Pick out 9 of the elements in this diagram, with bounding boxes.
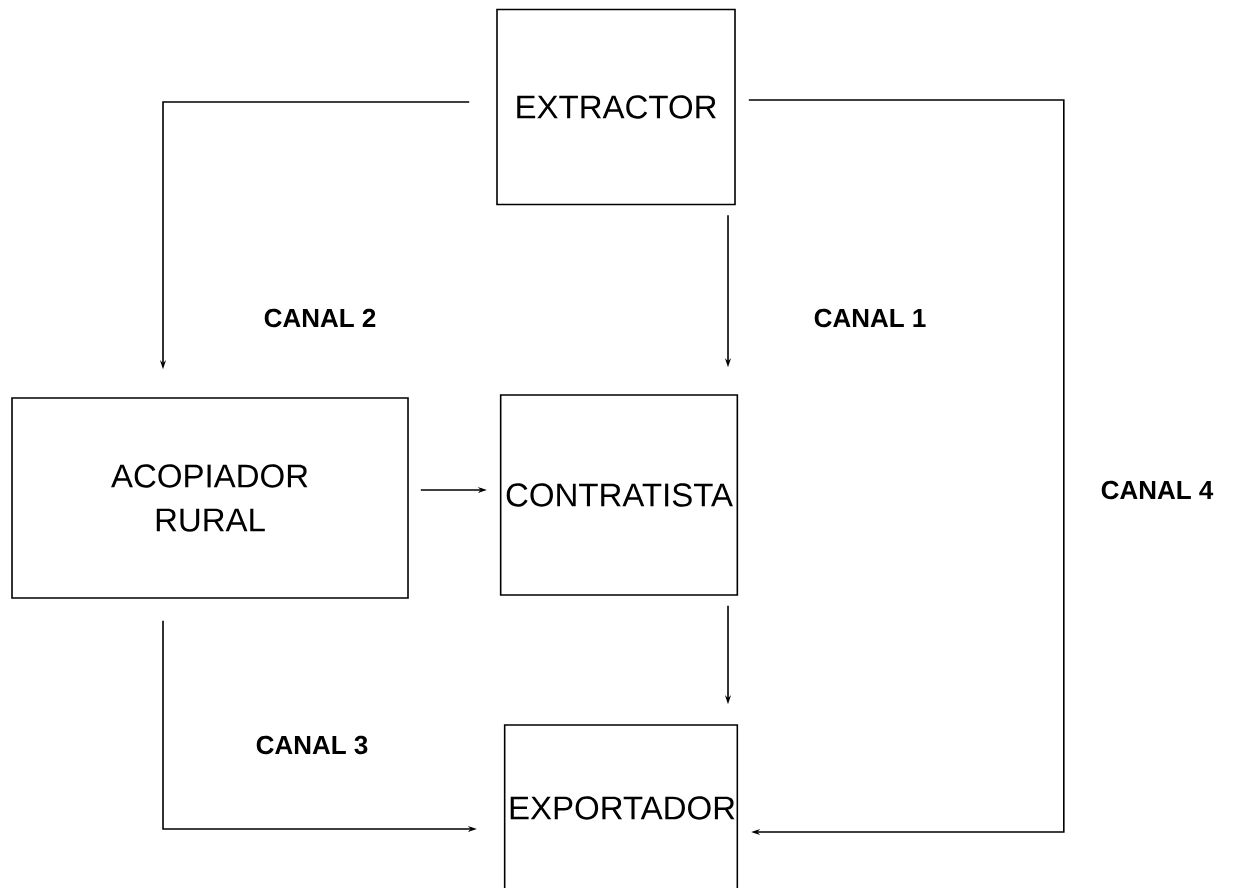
- channel-label: CANAL 1: [814, 308, 926, 328]
- box: CONTRATISTA: [499, 394, 739, 596]
- box: EXPORTADOR: [503, 724, 739, 888]
- box: ACOPIADOR RURAL: [11, 397, 409, 599]
- arrow: [748, 99, 1065, 836]
- box: EXTRACTOR: [496, 8, 736, 206]
- channel-label: CANAL 3: [256, 735, 368, 755]
- channel-label: CANAL 2: [264, 308, 376, 328]
- channel-label: CANAL 4: [1101, 480, 1214, 500]
